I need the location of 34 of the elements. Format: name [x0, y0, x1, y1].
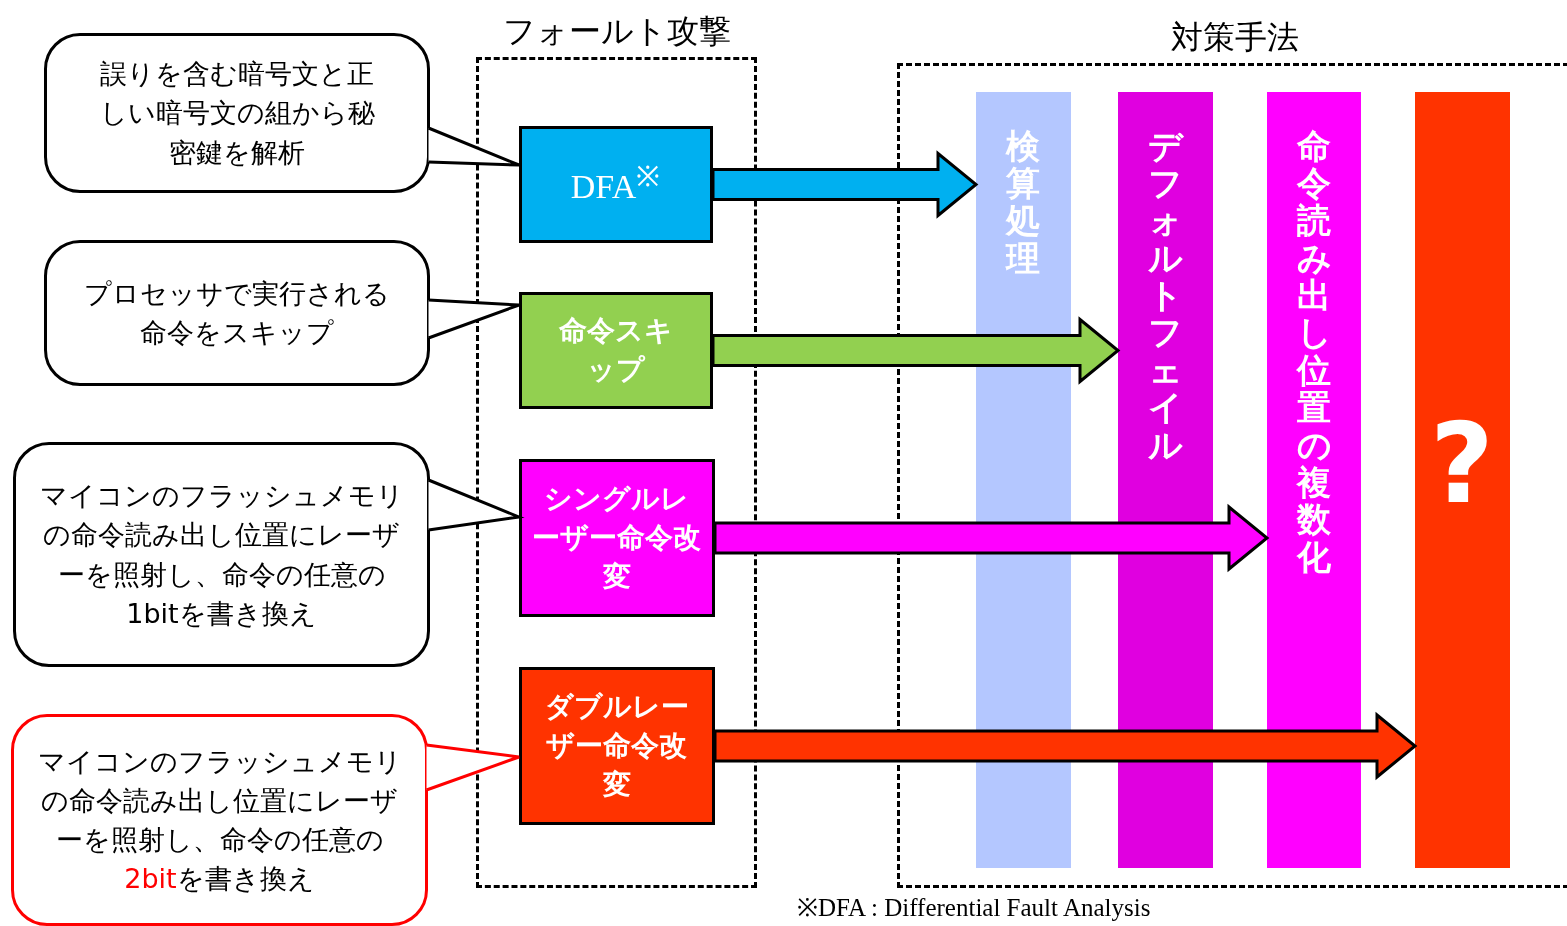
- callout-text: 誤りを含む暗号文と正しい暗号文の組から秘密鍵を解析: [98, 57, 376, 170]
- attack-box: [518, 291, 713, 409]
- bar-label: ?: [1430, 404, 1494, 525]
- callout-pointer: [427, 126, 521, 167]
- callout-pointer: [425, 743, 521, 792]
- callout-text: マイコンのフラッシュメモリの命令読み出し位置にレーザーを照射し、命令の任意の1bitを書き換え: [38, 479, 405, 631]
- bar-label: 命令読み出し位置の複数化: [1296, 127, 1331, 579]
- speech-bubble: [44, 240, 430, 386]
- countermeasure-bar: [1117, 91, 1213, 868]
- speech-bubble: [44, 33, 430, 193]
- attack-box: [518, 125, 713, 243]
- speech-bubble: [11, 714, 428, 926]
- attack-box: [518, 666, 715, 825]
- group-heading: フォールト攻撃: [501, 11, 732, 52]
- box-label: 命令スキップ: [557, 312, 674, 388]
- callout-text: プロセッサで実行される命令をスキップ: [83, 276, 391, 350]
- callout-pointer: [427, 478, 525, 532]
- bar-label: デフォルトフェイル: [1148, 127, 1182, 467]
- countermeasure-bar: [1414, 91, 1510, 868]
- group-heading: 対策手法: [1169, 17, 1300, 58]
- attack-box: [518, 458, 715, 617]
- box-label: シングルレーザー命令改変: [531, 480, 702, 596]
- bar-label: 検算処理: [1006, 127, 1040, 280]
- block-arrow: [713, 711, 1418, 781]
- callout-pointer: [427, 298, 521, 340]
- box-label: DFA$^{※}$: [570, 160, 661, 208]
- block-arrow: [711, 150, 979, 219]
- box-label: ダブルレーザー命令改変: [543, 688, 690, 804]
- block-arrow: [711, 316, 1121, 385]
- footnote: ※DFA : Differential Fault Analysis: [797, 894, 1151, 922]
- block-arrow: [713, 503, 1270, 573]
- speech-bubble: [13, 442, 430, 667]
- countermeasure-bar: [1266, 91, 1361, 868]
- callout-text: マイコンのフラッシュメモリの命令読み出し位置にレーザーを照射し、命令の任意の2bitを書き換え: [36, 744, 403, 897]
